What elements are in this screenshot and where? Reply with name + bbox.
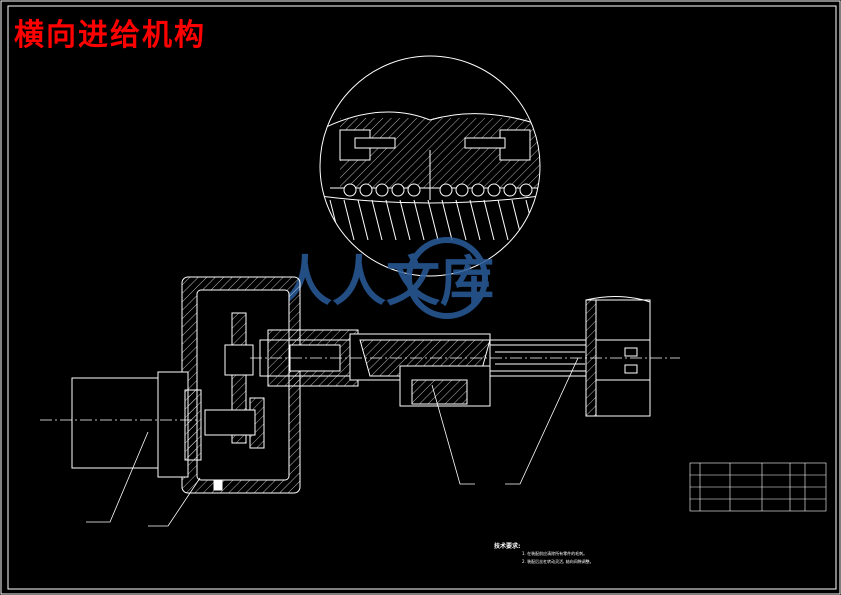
drawing-title: 横向进给机构	[14, 18, 206, 53]
lead-screw	[259, 295, 651, 417]
inner-frame	[7, 5, 837, 590]
watermark-logo: 人人文库	[278, 237, 494, 319]
leader-lines	[86, 357, 579, 527]
watermark-text: 人人文库	[278, 250, 494, 313]
notes-item-1: 1. 在装配前应清除所有零件的毛刺。	[522, 551, 588, 556]
technical-notes: 技术要求: 1. 在装配前应清除所有零件的毛刺。 2. 装配后丝杠转动灵活, 轴…	[494, 541, 594, 566]
notes-heading: 技术要求:	[494, 543, 521, 550]
gearbox-housing	[71, 276, 301, 494]
notes-item-2: 2. 装配后丝杠转动灵活, 轴向间隙调整。	[522, 559, 594, 564]
detail-view	[319, 55, 541, 277]
title-block	[689, 462, 827, 512]
